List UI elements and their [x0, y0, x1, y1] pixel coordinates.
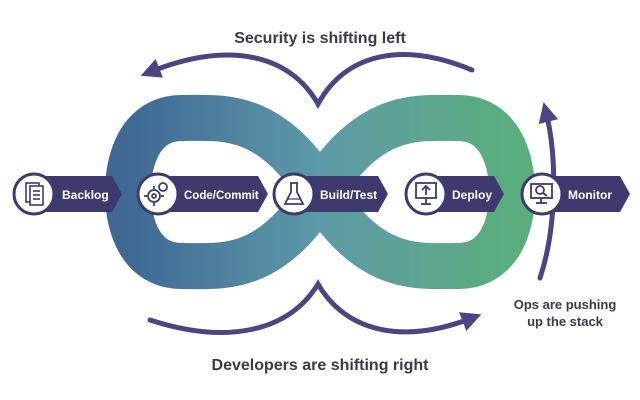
stage-monitor: Monitor — [520, 172, 630, 216]
stage-label-deploy: Deploy — [452, 188, 492, 202]
stage-build-test: Build/Test — [272, 172, 388, 216]
stage-label-backlog: Backlog — [62, 188, 109, 202]
stage-label-code-commit: Code/Commit — [184, 190, 259, 202]
stage-code-commit: Code/Commit — [136, 172, 268, 216]
stage-backlog: Backlog — [12, 172, 122, 216]
flask-icon — [283, 182, 305, 205]
caption-developers-shifting-right: Developers are shifting right — [211, 357, 429, 374]
stage-deploy: Deploy — [404, 172, 504, 216]
caption-ops-line-1: Ops are pushing — [513, 297, 617, 312]
caption-ops-line-2: up the stack — [527, 314, 603, 329]
gears-icon — [144, 182, 168, 206]
stage-label-build-test: Build/Test — [320, 188, 377, 202]
arrow-shift-right — [147, 279, 482, 335]
monitor-magnifier-icon — [530, 183, 553, 204]
server-stack-icon — [25, 182, 44, 206]
caption-security-shifting-left: Security is shifting left — [234, 30, 406, 47]
stage-label-monitor: Monitor — [568, 188, 612, 202]
caption-ops-pushing-up: Ops are pushing up the stack — [490, 296, 640, 330]
arrow-shift-left — [140, 52, 475, 110]
upload-monitor-icon — [415, 182, 437, 205]
